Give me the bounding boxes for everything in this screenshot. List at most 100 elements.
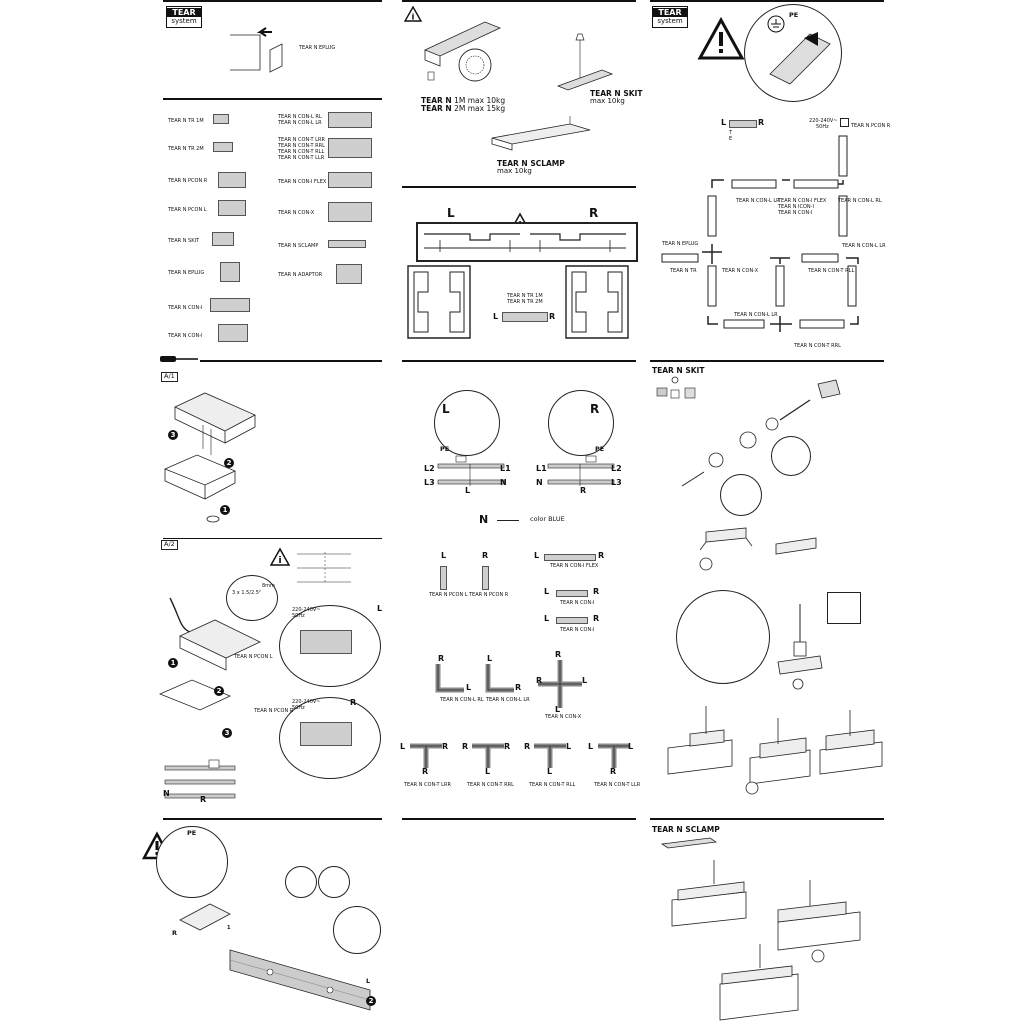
con-l-lr-label: TEAR N CON-L LR <box>486 697 530 703</box>
pcon-r-icon <box>218 172 246 188</box>
con-t-icon <box>328 138 372 158</box>
conn-R: R <box>593 614 600 623</box>
con-t-rll-label: TEAR N CON-T RLL <box>808 268 855 274</box>
part-label: TEAR N PCON R <box>168 178 208 184</box>
wire-L3: L3 <box>424 478 435 487</box>
conn-R: R <box>593 587 600 596</box>
voltage-label: 220-240V~ <box>292 699 321 705</box>
pconl-label: TEAR N PCON L <box>429 592 468 598</box>
sclamp-mounting-illustration <box>671 860 861 1021</box>
part-label: TEAR N CON-X <box>278 210 315 216</box>
tr2-load: TEAR N 2M max 15kg <box>421 104 506 113</box>
part-label: TEAR N CON-T LLR <box>278 155 325 161</box>
sclamp-load-title: TEAR N SCLAMP <box>497 159 565 168</box>
track-installation-illustration <box>179 903 371 1011</box>
pcon-r-icon <box>482 566 489 590</box>
part-label: TEAR N SKIT <box>168 238 200 244</box>
detail-R-label: R <box>590 402 600 416</box>
conn-L: L <box>441 551 447 560</box>
pcon-l-label: TEAR N PCON L <box>234 654 273 660</box>
svg-text:i: i <box>278 556 281 566</box>
conn-R: R <box>438 654 445 663</box>
wire-N: N <box>500 478 507 487</box>
conn-R: R <box>555 650 562 659</box>
neutral-color-key: N <box>479 513 489 526</box>
part-label: TEAR N CON-T RRL <box>278 143 325 149</box>
part-label: TEAR N SCLAMP <box>278 243 319 249</box>
step-a2-label: A/2 <box>161 540 178 550</box>
conn-R: R <box>610 767 617 776</box>
screwdriver-icon <box>160 356 198 362</box>
right-connector-detail <box>548 390 614 456</box>
con-l-lr-label: TEAR N CON-L LR <box>842 243 886 249</box>
con-l-rl-label: TEAR N CON-L RL <box>838 198 882 204</box>
step-number: 2 <box>366 996 376 1006</box>
conn-R: R <box>515 683 522 692</box>
eplug-illustration <box>230 27 283 73</box>
part-label: TEAR N CON-L LR <box>278 120 322 126</box>
a1-assembly-illustration <box>163 392 256 523</box>
flex-icon <box>544 554 596 561</box>
track-spotlight-illustration <box>423 21 502 82</box>
eplug-label: TEAR N EPLUG <box>662 241 699 247</box>
con-i-icon <box>556 590 588 597</box>
skit-bracket-illustration <box>699 527 817 571</box>
track-layout-diagram <box>661 135 859 332</box>
conn-L: L <box>534 551 540 560</box>
skit-track-mounting-illustration <box>667 706 883 795</box>
track-label: T <box>729 130 733 136</box>
conn-R: R <box>422 767 429 776</box>
sclamp-icon <box>660 837 718 849</box>
conn-L: L <box>400 742 406 751</box>
pcon-r-label: TEAR N PCON R <box>254 708 294 714</box>
sclamp-illustration <box>491 116 591 151</box>
skit-load-max: max 10kg <box>590 97 625 105</box>
step-number: 3 <box>222 728 232 738</box>
con-i-icon <box>556 617 588 624</box>
wire-R: R <box>580 486 587 495</box>
frequency-label: 50Hz <box>292 705 305 711</box>
flex-label: TEAR N ICON-I <box>778 204 814 210</box>
conn-L: L <box>485 767 491 776</box>
part-label: TEAR N CON-T LRR <box>278 137 325 143</box>
track-bar-icon <box>729 120 757 128</box>
flex-label: TEAR N CON-I <box>778 210 813 216</box>
track-label: E <box>729 136 733 142</box>
skit-detail-circle <box>720 474 762 516</box>
a2-assembly-illustration <box>158 597 261 711</box>
conn-R: R <box>462 742 469 751</box>
track-R-label: R <box>549 312 556 321</box>
conn-L: L <box>544 587 550 596</box>
skit-load-title: TEAR N SKIT <box>590 89 643 98</box>
pe-detail-circle <box>744 4 842 102</box>
info-warning-icon: i <box>403 5 423 22</box>
con-x-icon <box>538 660 582 708</box>
skit-parts-icon <box>656 376 696 399</box>
section-rule <box>163 0 382 2</box>
diagram-L: L <box>721 118 727 127</box>
profile-cross-section-box <box>416 222 638 262</box>
wire-L2: L2 <box>424 464 435 473</box>
cable-detail-circle <box>226 575 278 621</box>
tear-system-logo: TEAR system <box>652 6 688 28</box>
con-l-lr-label: TEAR N CON-L LR <box>736 198 780 204</box>
wire-L1: L1 <box>500 464 511 473</box>
track-label: TEAR N TR 1M <box>507 293 543 299</box>
terminal-block <box>300 630 352 654</box>
section-rule <box>402 186 636 188</box>
info-warning-icon: i <box>269 547 291 566</box>
con-l-lr-label: TEAR N CON-L LR <box>734 312 778 318</box>
track-label: TEAR N TR 2M <box>507 299 543 305</box>
wire-L1: L1 <box>536 464 547 473</box>
con-i-icon <box>210 298 250 312</box>
wire-L: L <box>465 486 471 495</box>
pcon-l-icon <box>440 566 447 590</box>
conn-L: L <box>544 614 550 623</box>
sclamp-section-title: TEAR N SCLAMP <box>652 825 720 834</box>
conn-R: R <box>504 742 511 751</box>
diagram-R: R <box>758 118 765 127</box>
suspension-kit-illustration <box>556 33 614 91</box>
part-label: TEAR N PCON L <box>168 207 207 213</box>
section-rule <box>200 360 382 362</box>
terminal-L-label: L <box>366 977 371 985</box>
